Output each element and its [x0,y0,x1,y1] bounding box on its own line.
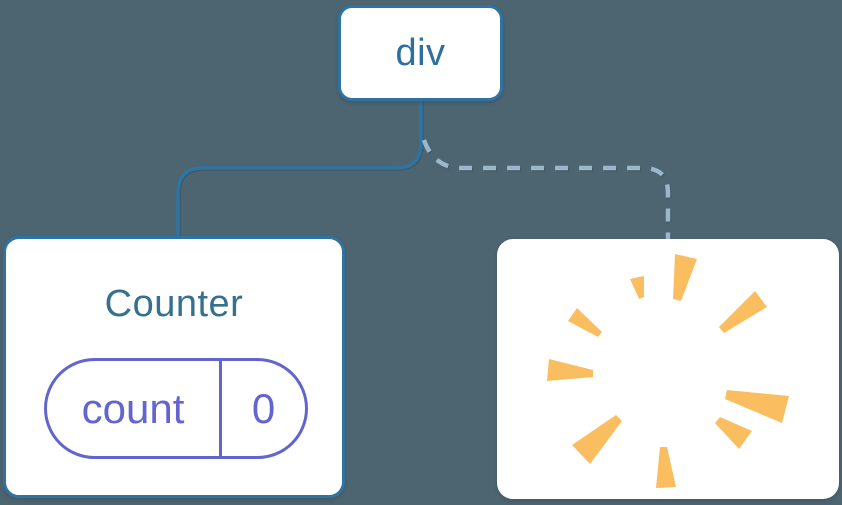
counter-title: Counter [104,283,244,325]
edge-dashed-to-removed [421,139,671,240]
removed-component-card [497,239,839,499]
state-key: count [47,361,222,456]
root-node-label: div [395,31,446,74]
counter-component-card: Counter count 0 [3,236,345,498]
poof-burst-icon [547,254,789,488]
state-pill: count 0 [44,358,308,459]
edge-solid-to-counter [176,98,423,240]
state-value: 0 [251,384,276,432]
root-node-div: div [338,5,503,101]
